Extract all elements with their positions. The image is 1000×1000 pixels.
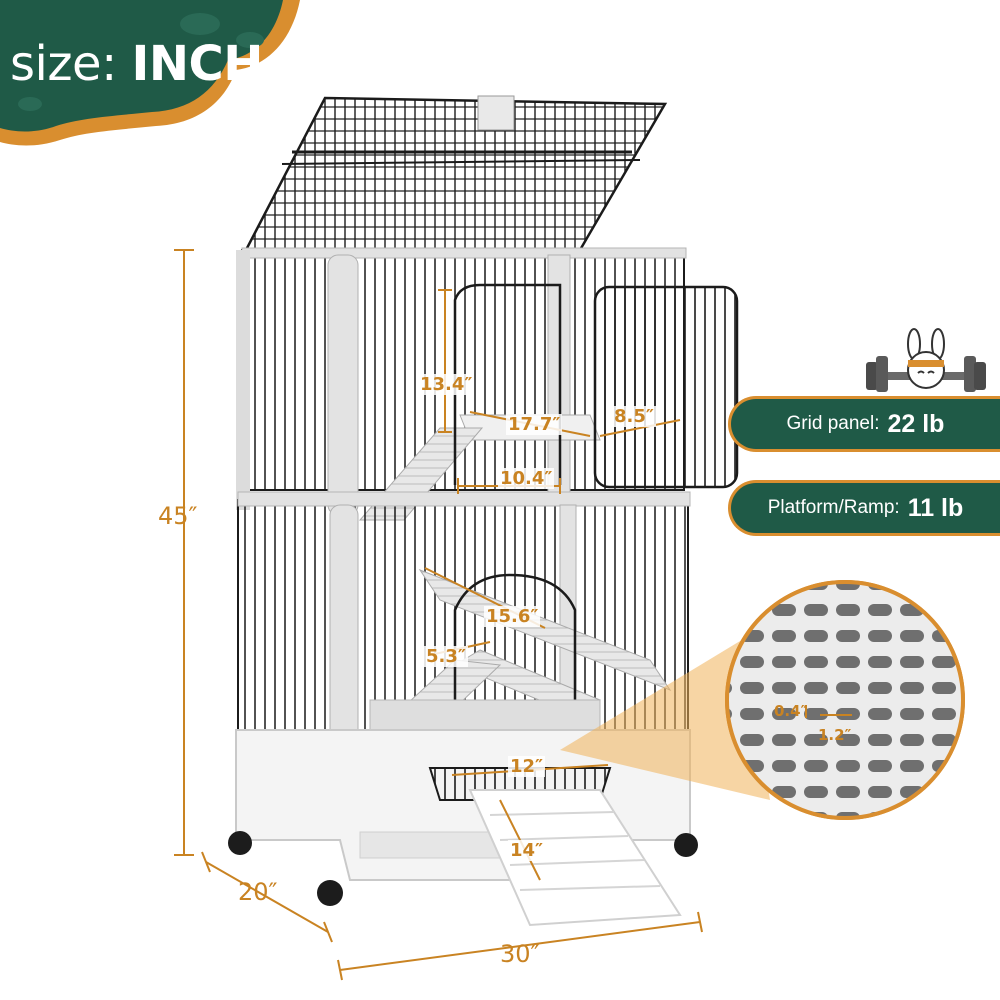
platform-width-label: 8.5″ [612, 406, 656, 427]
bunny-dumbbell-icon [866, 328, 986, 392]
width-label: 30″ [500, 940, 540, 968]
mesh-zoom-detail [725, 580, 965, 820]
base-tray [228, 729, 698, 927]
zoom-cone [560, 638, 770, 800]
platform-ramp-weight-pill: Platform/Ramp: 11 lb [728, 480, 1000, 536]
ramp-width-label: 5.3″ [424, 646, 468, 667]
door-height-label: 13.4″ [418, 374, 475, 395]
bottom-ramp-label: 14″ [508, 840, 546, 861]
platform-ramp-label: Platform/Ramp: [767, 497, 900, 518]
platform-length-label: 17.7″ [506, 414, 563, 435]
lower-tier [237, 491, 691, 768]
height-label: 45″ [158, 502, 198, 530]
upper-tier [236, 247, 739, 521]
slot-length-label: 1.2″ [818, 726, 852, 744]
badge-background [0, 0, 300, 146]
tray-width-label: 12″ [508, 756, 546, 777]
platform-ramp-value: 11 lb [907, 493, 964, 522]
grid-panel-label: Grid panel: [786, 413, 880, 434]
size-badge: size: INCH [0, 0, 300, 150]
grid-panel-weight-pill: Grid panel: 22 lb [728, 396, 1000, 452]
ramp-span-label: 10.4″ [498, 468, 555, 489]
grid-panel-value: 22 lb [887, 409, 945, 438]
size-title: size: INCH [10, 36, 263, 92]
cage-lid [243, 95, 668, 252]
size-unit: INCH [131, 36, 264, 92]
size-prefix: size: [10, 36, 132, 92]
ramp-length-label: 15.6″ [484, 606, 541, 627]
slot-width-label: 0.4″ [774, 702, 808, 720]
depth-label: 20″ [238, 878, 278, 906]
